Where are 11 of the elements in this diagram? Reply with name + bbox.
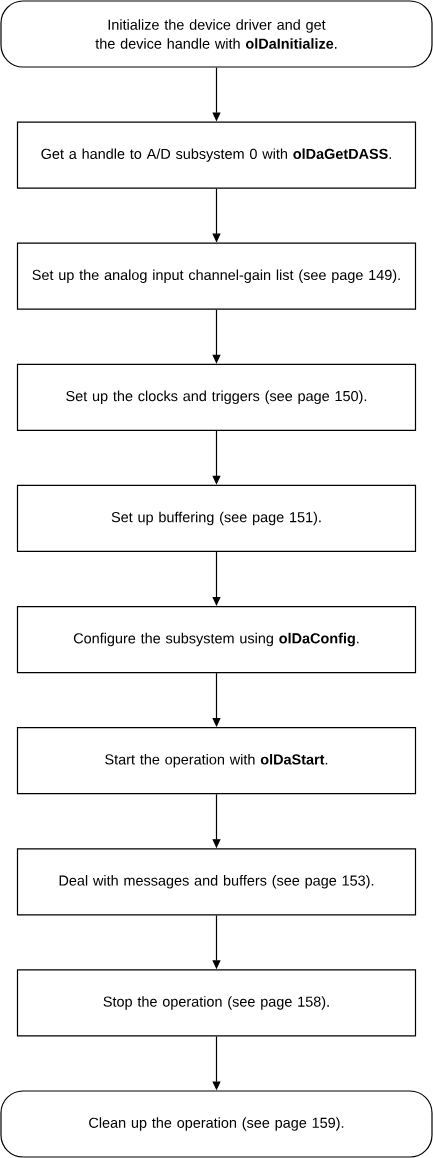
process-box: Set up the clocks and triggers (see page 150). (16, 363, 417, 431)
process-box: Start the operation with olDaStart. (16, 727, 417, 795)
terminal-box: Clean up the operation (see page 159). (0, 1090, 433, 1158)
terminal-box: Initialize the device driver and get the device handle with olDaInitialize. (0, 0, 433, 68)
arrow (212, 551, 221, 606)
process-box: Set up buffering (see page 151). (16, 484, 417, 552)
process-box: Get a handle to A/D subsystem 0 with olDaGetDASS. (16, 121, 417, 189)
process-box: Deal with messages and buffers (see page 153). (16, 848, 417, 916)
process-box: Set up the analog input channel-gain list (see page 149). (16, 242, 417, 310)
process-box: Configure the subsystem using olDaConfig. (16, 606, 417, 674)
process-box: Stop the operation (see page 158). (16, 969, 417, 1037)
